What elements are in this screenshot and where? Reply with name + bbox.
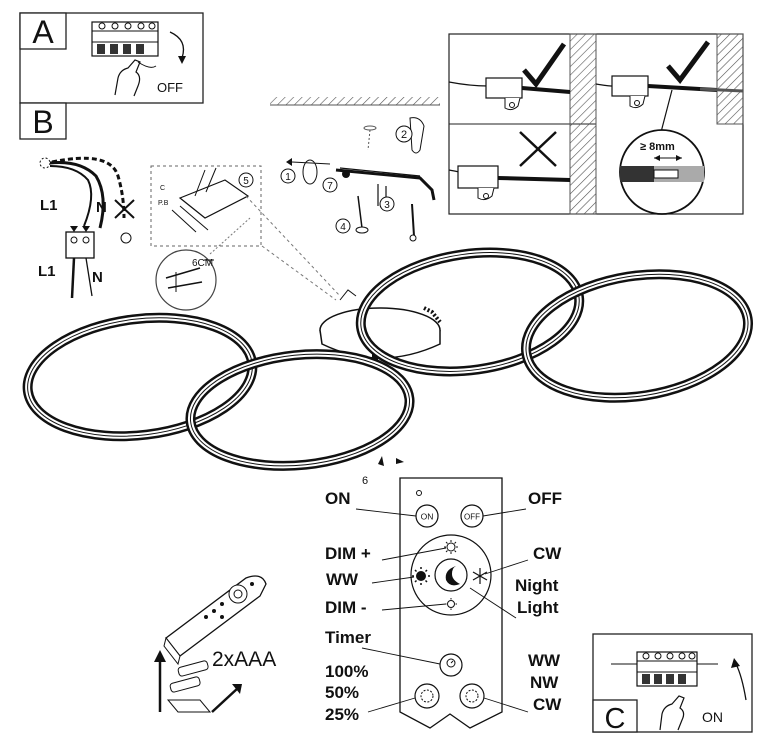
panel-c-on-label: ON: [702, 709, 723, 725]
remote-battery-illustration: 2xAAA: [154, 575, 276, 713]
ceiling-bracket: 2 3 4 1 7: [270, 97, 440, 242]
rotate-arrow-icon: [286, 158, 331, 185]
remote-brightness-button[interactable]: [414, 683, 440, 709]
remote-label-25: 25%: [325, 705, 359, 724]
remote-label-timer: Timer: [325, 628, 371, 647]
remote-label-mode-ww: WW: [528, 651, 561, 670]
remote-label-dim-minus: DIM -: [325, 598, 367, 617]
panel-a: A OFF: [19, 12, 204, 104]
step-2-label: 2: [401, 129, 407, 141]
wall-plug-icon: 2: [395, 117, 425, 154]
diagonal-arrow-icon: [211, 687, 239, 713]
terminal-c-label: C: [160, 185, 165, 192]
remote-label-night: Night: [515, 576, 559, 595]
remote-label-cw: CW: [533, 544, 562, 563]
remote-color-mode-button[interactable]: [459, 683, 485, 709]
neutral-label-top: N: [96, 199, 107, 216]
terminal-connector-icon: [65, 226, 95, 259]
step-3-label: 3: [384, 200, 390, 211]
remote-label-mode-cw: CW: [533, 695, 562, 714]
mains-wiring: L1 N L1 N: [38, 156, 135, 299]
remote-label-ww: WW: [326, 570, 359, 589]
terminal-block-icon: [636, 651, 698, 687]
min-insertion-label: ≥ 8mm: [640, 141, 675, 153]
strip-length-magnifier: 6CM: [155, 217, 251, 311]
battery-label: 2xAAA: [212, 648, 276, 671]
check-mark-icon: [522, 42, 567, 89]
step-1-label: 1: [285, 172, 291, 183]
strip-length-label: 6CM: [192, 258, 213, 269]
led-indicator: [416, 490, 422, 496]
remote-label-mode-nw: NW: [530, 673, 559, 692]
terminal-pb-label: P.B: [158, 200, 169, 207]
live-label-top: L1: [40, 197, 58, 214]
insertion-depth-magnifier: ≥ 8mm: [619, 129, 705, 215]
night-light-moon-icon[interactable]: [445, 566, 460, 586]
step-7-label: 7: [327, 181, 333, 192]
panel-b-letter: B: [32, 104, 53, 140]
step-5-label: 5: [243, 176, 249, 187]
ceiling-lamp: 6: [22, 247, 754, 487]
panel-b: B: [19, 102, 67, 140]
remote-on-button[interactable]: ON: [415, 504, 439, 528]
remote-control: ON OFF: [325, 477, 562, 729]
warm-white-sun-icon[interactable]: [412, 567, 430, 585]
panel-c: C ON: [592, 633, 753, 735]
remote-label-100: 100%: [325, 662, 368, 681]
hand-switch-icon: [114, 59, 157, 97]
panel-c-letter: C: [605, 703, 626, 735]
neutral-label-bottom: N: [92, 269, 103, 286]
remote-label-off: OFF: [528, 489, 562, 508]
remote-label-on: ON: [325, 489, 351, 508]
remote-label-dim-plus: DIM +: [325, 544, 371, 563]
cool-white-snowflake-icon[interactable]: [472, 568, 488, 584]
battery-icon: [169, 660, 209, 693]
off-button-text: OFF: [464, 513, 480, 522]
guide-line: [245, 195, 341, 297]
on-button-text: ON: [421, 512, 434, 522]
dim-plus-sun-icon[interactable]: [444, 540, 458, 554]
step-4-label: 4: [340, 222, 346, 233]
terminal-inset: C P.B 5: [150, 165, 262, 247]
step-6-label: 6: [362, 475, 368, 487]
remote-label-light: Light: [517, 598, 559, 617]
guide-line: [261, 245, 337, 301]
remote-off-button[interactable]: OFF: [460, 504, 484, 528]
check-mark-icon: [666, 40, 711, 85]
terminal-block-icon: [91, 21, 159, 57]
panel-a-letter: A: [32, 14, 54, 50]
ground-cross-icon: [114, 199, 135, 244]
remote-label-50: 50%: [325, 683, 359, 702]
live-label-bottom: L1: [38, 263, 56, 280]
hand-switch-icon: [659, 695, 685, 731]
panel-a-off-label: OFF: [157, 80, 183, 95]
remote-timer-button[interactable]: [439, 653, 463, 677]
